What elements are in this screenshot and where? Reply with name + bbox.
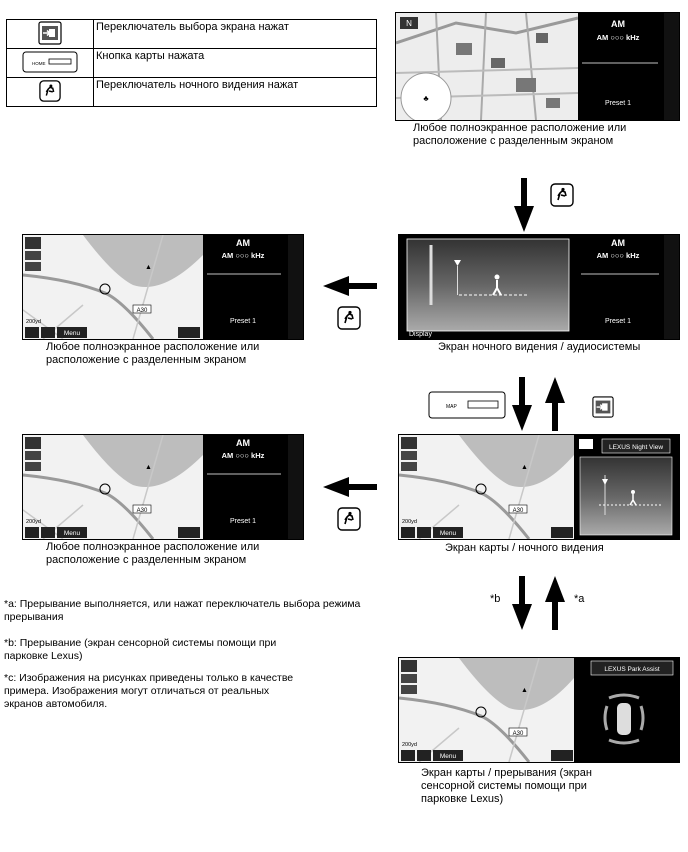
caption-left-2: Любое полноэкранное расположение или рас…: [46, 541, 260, 566]
road-label: A30: [513, 731, 524, 737]
map-menu-button: Menu: [440, 530, 457, 537]
legend-row: HOME Кнопка карты нажата: [6, 48, 377, 78]
audio-freq: AM ○○○ kHz: [222, 251, 265, 260]
map-view: ▲ A30 200yd Menu LEXUS Night View: [399, 435, 679, 539]
map-menu-button: Menu: [64, 530, 81, 537]
legend-text: Переключатель ночного видения нажат: [93, 77, 377, 107]
svg-text:N: N: [406, 19, 412, 28]
screen-map-audio-top: ♣ N AM AM ○○○ kHz Preset 1: [395, 12, 680, 121]
audio-freq: AM ○○○ kHz: [222, 451, 265, 460]
park-assist-title: LEXUS Park Assist: [604, 666, 659, 673]
screen-map-audio-left-2: ▲ A30 200yd Menu AM AM ○○○ kHz Preset 1: [22, 434, 304, 540]
note-c: *c: Изображения на рисунках приведены то…: [4, 672, 294, 710]
road-label: A30: [137, 508, 148, 514]
legend-table: Переключатель выбора экрана нажат HOME К…: [6, 19, 377, 107]
map-menu-button: Menu: [64, 330, 81, 337]
audio-band: AM: [611, 238, 625, 248]
note-b: *b: Прерывание (экран сенсорной системы …: [4, 637, 277, 662]
audio-freq: AM ○○○ kHz: [597, 251, 640, 260]
night-view: Display AM AM ○○○ kHz Preset 1: [399, 235, 679, 339]
arrow-down: [514, 178, 534, 232]
map-menu-button: Menu: [440, 753, 457, 760]
map-view: ♣ N AM AM ○○○ kHz Preset 1: [396, 13, 679, 120]
audio-band: AM: [236, 238, 250, 248]
svg-text:▲: ▲: [521, 464, 528, 471]
audio-band: AM: [236, 438, 250, 448]
arrow-down: [512, 377, 532, 431]
map-view: ▲ A30 200yd Menu AM AM ○○○ kHz Preset 1: [23, 435, 303, 539]
map-scale: 200yd: [402, 742, 417, 748]
note-a: *a: Прерывание выполняется, или нажат пе…: [4, 598, 361, 623]
arrow-left: [323, 477, 377, 497]
caption-top-right: Любое полноэкранное расположение или рас…: [413, 122, 627, 147]
audio-preset: Preset 1: [605, 100, 631, 107]
night-vision-switch-icon: [39, 80, 61, 102]
arrow-up: [545, 377, 565, 431]
audio-preset: Preset 1: [605, 318, 631, 325]
arrow-label-a: *a: [574, 593, 585, 605]
arrow-left: [323, 276, 377, 296]
arrow-down: [512, 576, 532, 630]
audio-freq: AM ○○○ kHz: [597, 33, 640, 42]
svg-text:▲: ▲: [145, 264, 152, 271]
audio-preset: Preset 1: [230, 518, 256, 525]
caption-map-night: Экран карты / ночного видения: [445, 542, 604, 554]
night-vision-switch-icon: [550, 183, 574, 207]
map-button-label: HOME: [32, 61, 46, 66]
arrow-label-b: *b: [490, 593, 501, 605]
svg-text:▲: ▲: [145, 464, 152, 471]
screen-map-park-assist: ▲ A30 200yd Menu LEXUS Park Assist: [398, 657, 680, 763]
legend-row: Переключатель выбора экрана нажат: [6, 19, 377, 49]
map-view: ▲ A30 200yd Menu AM AM ○○○ kHz Preset 1: [23, 235, 303, 339]
arrow-up: [545, 576, 565, 630]
legend-text: Кнопка карты нажата: [93, 48, 377, 78]
map-scale: 200yd: [26, 319, 41, 325]
map-button-icon: HOME: [22, 51, 78, 72]
screen-select-switch-icon: [592, 396, 614, 418]
night-view-title: LEXUS Night View: [609, 444, 663, 451]
screen-map-night: ▲ A30 200yd Menu LEXUS Night View: [398, 434, 680, 540]
svg-text:▲: ▲: [521, 687, 528, 694]
caption-night-audio: Экран ночного видения / аудиосистемы: [438, 341, 641, 353]
audio-preset: Preset 1: [230, 318, 256, 325]
legend-row: Переключатель ночного видения нажат: [6, 77, 377, 107]
road-label: A30: [513, 508, 524, 514]
night-vision-switch-icon: [337, 507, 361, 531]
screen-night-audio: Display AM AM ○○○ kHz Preset 1: [398, 234, 680, 340]
screen-select-switch-icon: [38, 21, 62, 45]
map-button-label: MAP: [446, 404, 458, 410]
map-view: ▲ A30 200yd Menu LEXUS Park Assist: [399, 658, 679, 762]
svg-text:♣: ♣: [423, 94, 429, 103]
night-vision-switch-icon: [337, 306, 361, 330]
screen-map-audio-left-1: ▲ A30 200yd Menu AM AM ○○○ kHz Preset 1: [22, 234, 304, 340]
audio-band: AM: [611, 19, 625, 29]
night-display-button: Display: [409, 331, 432, 338]
road-label: A30: [137, 308, 148, 314]
caption-left-1: Любое полноэкранное расположение или рас…: [46, 341, 260, 366]
caption-map-interrupt: Экран карты / прерывания (экран сенсорно…: [421, 767, 592, 805]
legend-text: Переключатель выбора экрана нажат: [93, 19, 377, 49]
map-button-icon: MAP: [428, 391, 506, 419]
map-scale: 200yd: [26, 519, 41, 525]
map-scale: 200yd: [402, 519, 417, 525]
